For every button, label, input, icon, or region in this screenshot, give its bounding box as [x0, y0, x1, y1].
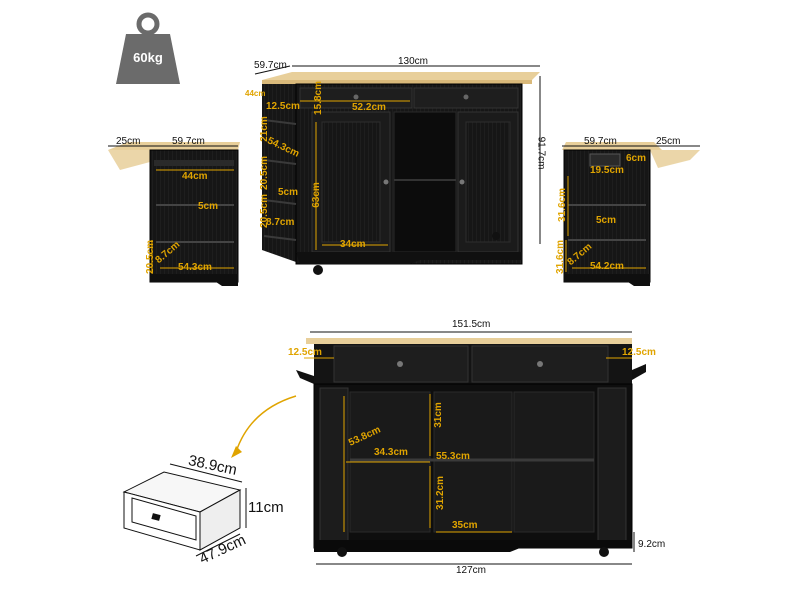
open-front-view-cabinet — [231, 331, 646, 565]
open-leaf-left-label: 12.5cm — [288, 347, 322, 358]
front-cabinet-width-label: 34cm — [340, 239, 366, 250]
front-top-small-label: 44cm — [245, 89, 266, 98]
weight-icon — [116, 12, 180, 84]
open-inner-height-upper-label: 31cm — [432, 402, 444, 428]
front-width-label: 130cm — [398, 56, 429, 67]
right-shelf-gap-label: 5cm — [596, 215, 617, 226]
front-cabinet-height-label: 63cm — [310, 182, 322, 208]
front-side-shelf-height-2: 20.5cm — [258, 156, 270, 190]
front-side-shelf-width-label: 12.5cm — [266, 101, 300, 112]
left-shelf-gap-label: 5cm — [198, 201, 219, 212]
right-shelf-height-upper-label: 31.6cm — [556, 188, 568, 222]
open-leaf-right-label: 12.5cm — [622, 347, 656, 358]
front-drawer-width-label: 52.2cm — [352, 102, 386, 113]
front-height-label: 91.7cm — [535, 136, 547, 170]
left-side-view-cabinet — [108, 142, 240, 286]
drawer-height-label: 11cm — [248, 499, 284, 516]
right-depth-label: 59.7cm — [584, 136, 617, 147]
right-leaf-width-label: 25cm — [656, 136, 681, 147]
right-outlet-width-label: 19.5cm — [590, 165, 624, 176]
right-outlet-height-label: 6cm — [626, 153, 647, 164]
drawer-detail — [122, 463, 247, 557]
open-leg-height-label: 9.2cm — [638, 539, 666, 550]
open-inner-height-lower-label: 31.2cm — [434, 476, 446, 510]
front-drawer-height-label: 15.8cm — [312, 81, 324, 115]
front-side-shelf-gap-label: 5cm — [278, 187, 299, 198]
open-inner-width-bottom-label: 35cm — [452, 520, 478, 531]
open-total-width-label: 151.5cm — [452, 319, 491, 330]
left-shelf-depth-label: 54.3cm — [178, 262, 212, 273]
front-side-bottom-depth-label: 8.7cm — [266, 217, 295, 228]
front-depth-label: 59.7cm — [254, 60, 287, 71]
open-inner-width-left-label: 34.3cm — [374, 447, 408, 458]
weight-label: 60kg — [133, 50, 163, 65]
right-shelf-depth-label: 54.2cm — [590, 261, 624, 272]
open-base-width-label: 127cm — [456, 565, 487, 576]
left-depth-label: 59.7cm — [172, 136, 205, 147]
left-towel-bar-label: 44cm — [182, 171, 208, 182]
right-shelf-height-lower-label: 31.6cm — [554, 240, 566, 274]
right-side-view-cabinet — [562, 142, 700, 286]
open-inner-width-center-label: 55.3cm — [436, 451, 470, 462]
left-leaf-width-label: 25cm — [116, 136, 141, 147]
front-view-cabinet — [254, 65, 541, 275]
